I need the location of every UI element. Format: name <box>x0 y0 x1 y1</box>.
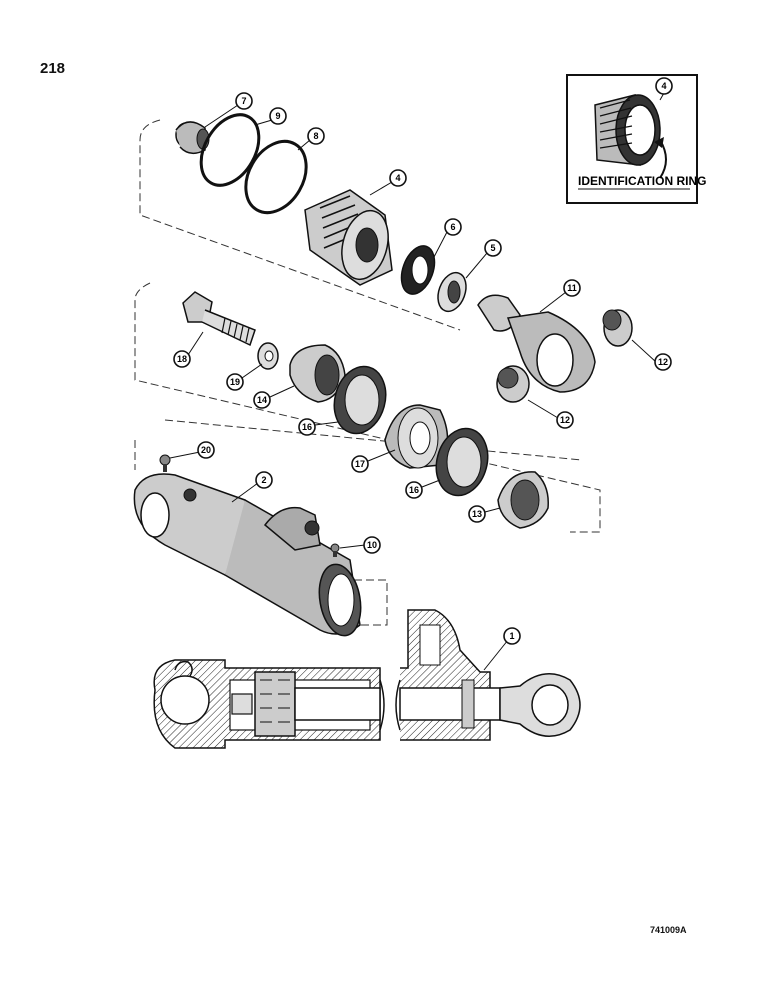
callout-circle <box>253 391 271 409</box>
callout-16: 16 <box>405 481 423 499</box>
page-number: 218 <box>40 60 66 77</box>
callout-number: 19 <box>230 377 240 387</box>
callout-16: 16 <box>298 418 316 436</box>
wiper-part-5 <box>437 271 467 313</box>
callout-9: 9 <box>269 107 287 125</box>
callout-number: 4 <box>661 81 666 91</box>
callout-5: 5 <box>484 239 502 257</box>
seal-part-6 <box>400 245 436 295</box>
callout-number: 20 <box>201 445 211 455</box>
callout-number: 16 <box>302 422 312 432</box>
callout-circle <box>405 481 423 499</box>
callout-number: 4 <box>395 173 400 183</box>
callout-circle <box>363 536 381 554</box>
callout-circle <box>468 505 486 523</box>
callout-number: 11 <box>567 283 577 293</box>
callout-8: 8 <box>307 127 325 145</box>
callout-circle <box>654 353 672 371</box>
bushing-part-7 <box>175 121 210 155</box>
callout-12: 12 <box>556 411 574 429</box>
callout-11: 11 <box>563 279 581 297</box>
callout-circle <box>173 350 191 368</box>
identification-ring-label: IDENTIFICATION RING <box>578 174 706 188</box>
callout-circle <box>556 411 574 429</box>
callout-number: 5 <box>490 243 495 253</box>
callout-circle <box>298 418 316 436</box>
washer-part-19 <box>257 342 279 370</box>
bushing-part-12-lower <box>496 365 530 403</box>
callout-number: 7 <box>241 96 246 106</box>
callout-circle <box>389 169 407 187</box>
callout-circle <box>503 627 521 645</box>
callout-number: 13 <box>472 509 482 519</box>
figure-code: 741009A <box>650 925 687 935</box>
cylinder-tube-part-2 <box>133 473 362 637</box>
o-ring-part-9 <box>199 113 261 187</box>
callout-circle <box>269 107 287 125</box>
head-part-4 <box>304 189 393 286</box>
callout-number: 2 <box>261 475 266 485</box>
backup-ring-part-8 <box>244 139 308 215</box>
callout-circle <box>255 471 273 489</box>
rod-eye-part-11 <box>477 294 596 393</box>
callout-number: 17 <box>355 459 365 469</box>
callout-10: 10 <box>363 536 381 554</box>
assembled-cylinder-cross-section-part-1 <box>153 609 581 749</box>
grease-fitting-part-20 <box>159 454 171 472</box>
callout-4: 4 <box>389 169 407 187</box>
callout-13: 13 <box>468 505 486 523</box>
callout-circle <box>484 239 502 257</box>
callout-number: 12 <box>560 415 570 425</box>
callout-14: 14 <box>253 391 271 409</box>
stop-ring-part-13 <box>497 471 549 529</box>
callout-number: 9 <box>275 111 280 121</box>
callout-circle <box>235 92 253 110</box>
callout-circle <box>226 373 244 391</box>
callout-6: 6 <box>444 218 462 236</box>
bushing-part-12-right <box>602 309 633 347</box>
callout-number: 10 <box>367 540 377 550</box>
identification-ring-inset: IDENTIFICATION RING <box>566 74 706 204</box>
callout-number: 6 <box>450 222 455 232</box>
callout-number: 12 <box>658 357 668 367</box>
callout-number: 14 <box>257 395 267 405</box>
callout-2: 2 <box>255 471 273 489</box>
callout-group <box>169 85 669 671</box>
callout-circle <box>563 279 581 297</box>
callout-number: 1 <box>509 631 514 641</box>
callout-circle <box>351 455 369 473</box>
callout-circle <box>197 441 215 459</box>
callout-17: 17 <box>351 455 369 473</box>
callout-7: 7 <box>235 92 253 110</box>
callout-12: 12 <box>654 353 672 371</box>
callout-18: 18 <box>173 350 191 368</box>
fitting-part-10 <box>330 543 340 557</box>
callout-number: 18 <box>177 354 187 364</box>
callout-circle <box>655 77 673 95</box>
callout-circle <box>444 218 462 236</box>
piston-part-17 <box>384 404 449 469</box>
inset-callout-4: 4 <box>655 77 673 95</box>
callout-19: 19 <box>226 373 244 391</box>
bolt-part-18 <box>182 291 256 347</box>
piston-seal-part-16-b <box>435 427 489 497</box>
callout-20: 20 <box>197 441 215 459</box>
callout-number: 16 <box>409 485 419 495</box>
callout-circle <box>307 127 325 145</box>
callout-1: 1 <box>503 627 521 645</box>
piston-seal-part-16-a <box>333 365 387 435</box>
callout-number: 8 <box>313 131 318 141</box>
